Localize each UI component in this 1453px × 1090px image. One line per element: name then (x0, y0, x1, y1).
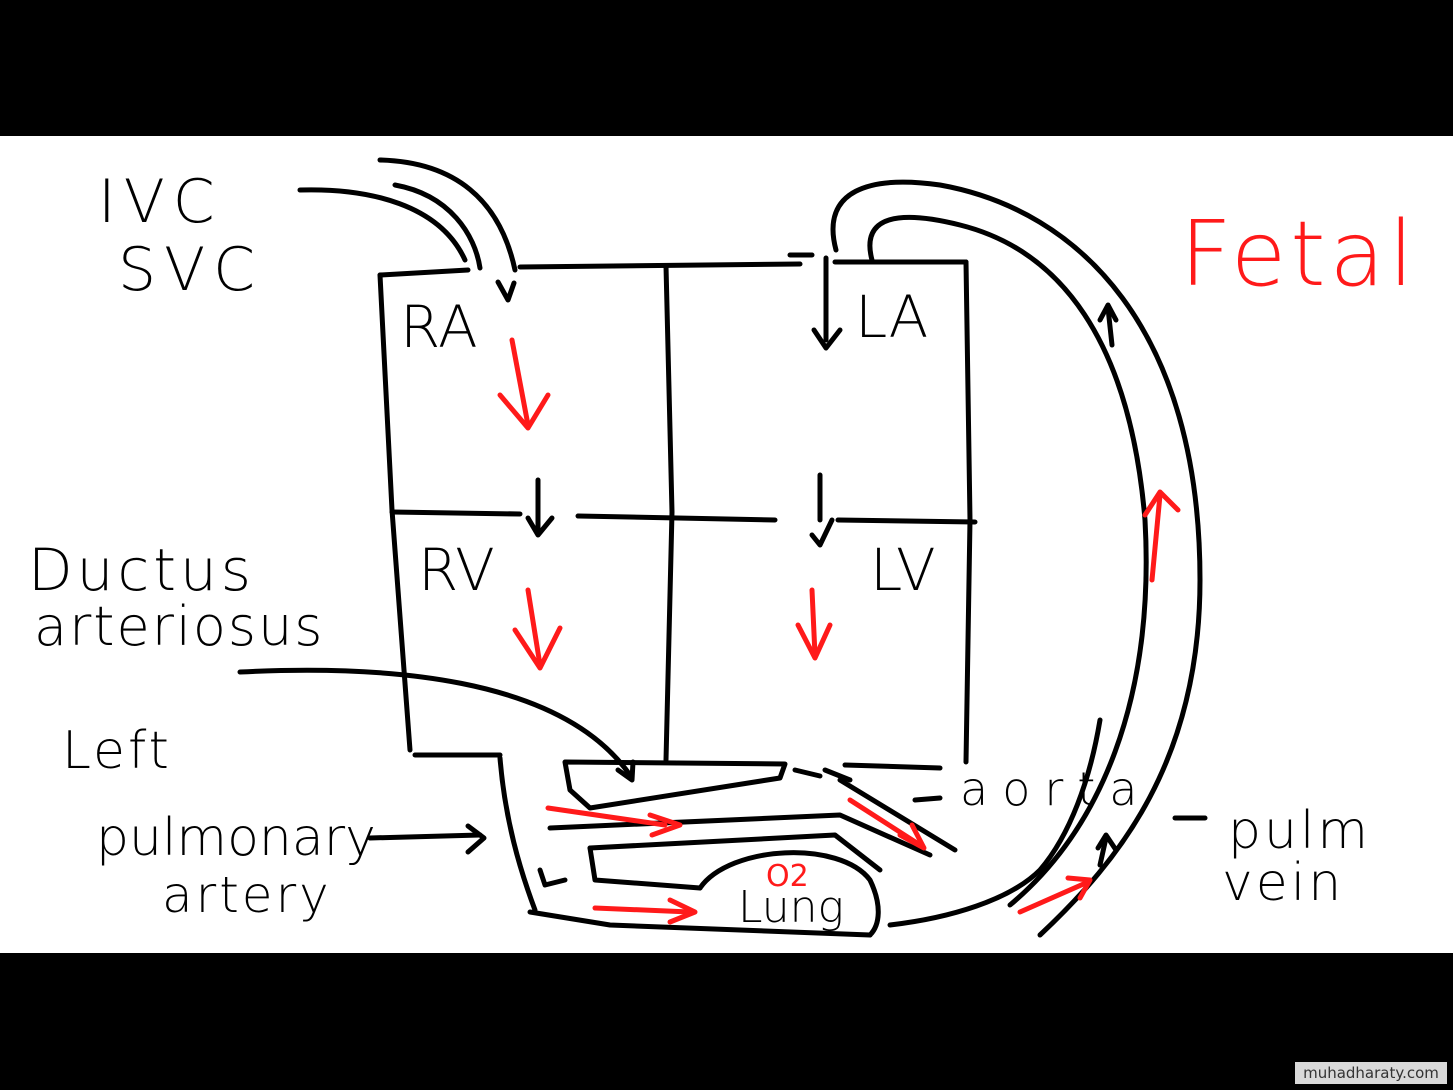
la-inflow-arrow (787, 252, 843, 351)
la-label: LA (855, 283, 928, 351)
ductus-label-line2: arteriosus (34, 595, 324, 658)
vena-cava-vessels (297, 157, 518, 303)
lv-label: LV (870, 536, 936, 604)
ductus-label-line1: Ductus (28, 536, 255, 604)
ductus-pointer-line (237, 667, 636, 783)
pulmonary-vein-loop (830, 179, 1208, 938)
pulm-vein-label-line1: pulm (1228, 801, 1371, 861)
whiteboard-canvas (0, 136, 1453, 953)
top-letterbox (0, 0, 1453, 136)
lung-label: Lung (738, 882, 844, 933)
flow-arrows (497, 337, 1181, 925)
o2-label: O2 (766, 859, 809, 894)
pulm-vein-label-line2: vein (1222, 853, 1344, 913)
heart-chambers (377, 259, 978, 765)
svc-label: SVC (118, 235, 263, 305)
left-pa-label-line2: pulmonary (96, 808, 376, 868)
ivc-label: IVC (98, 167, 223, 237)
ra-label: RA (400, 293, 478, 361)
bottom-letterbox (0, 953, 1453, 1090)
av-valves (525, 472, 835, 548)
fetal-title: Fetal (1180, 202, 1418, 307)
aorta-label: aorta (960, 762, 1151, 816)
left-pa-pointer-line (367, 823, 487, 855)
rv-label: RV (418, 536, 495, 604)
left-pa-label-line3: artery (162, 866, 332, 924)
watermark: muhadharaty.com (1295, 1062, 1447, 1084)
left-pa-label-line1: Left (62, 721, 172, 781)
